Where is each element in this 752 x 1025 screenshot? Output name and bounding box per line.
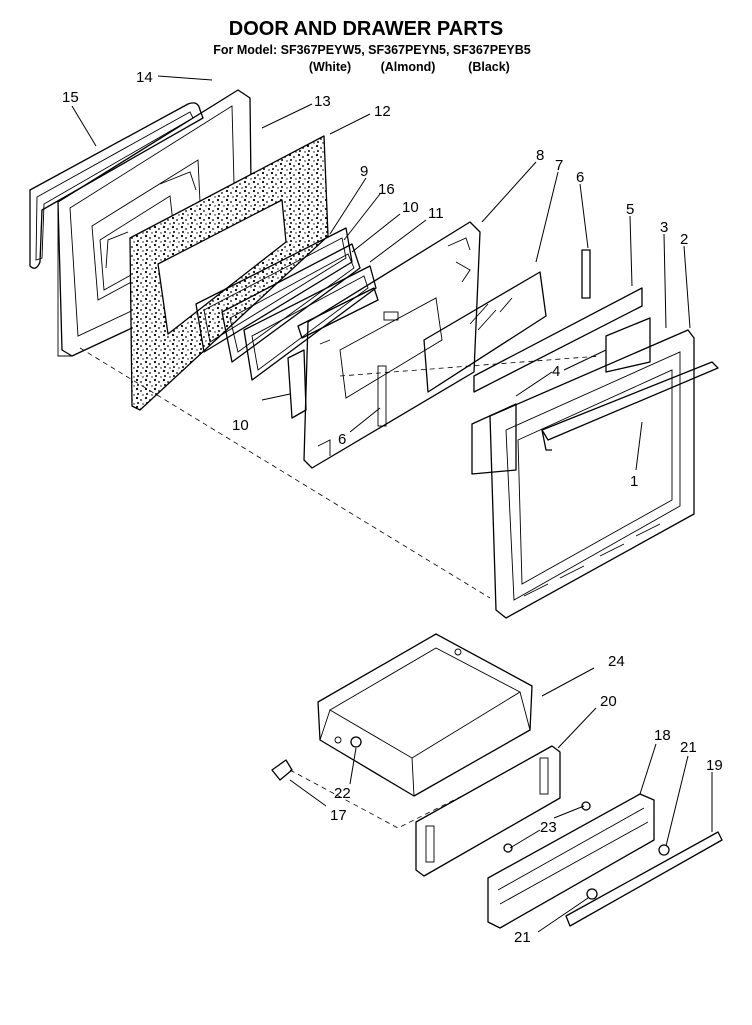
drawer-trim-strip bbox=[565, 831, 723, 927]
callout-20: 20 bbox=[600, 693, 617, 710]
drawer-front bbox=[415, 745, 561, 877]
door-gasket bbox=[29, 102, 204, 269]
callout-21-lower: 21 bbox=[514, 929, 531, 946]
callout-6-left: 6 bbox=[338, 431, 346, 448]
door-liner bbox=[303, 221, 481, 469]
callout-3: 3 bbox=[660, 219, 668, 236]
panel-nut-right bbox=[658, 844, 670, 856]
callout-16: 16 bbox=[378, 181, 395, 198]
glass-frame-upper bbox=[243, 265, 377, 381]
callout-10-lower: 10 bbox=[232, 417, 249, 434]
callout-22: 22 bbox=[334, 785, 351, 802]
callout-13: 13 bbox=[314, 93, 331, 110]
glass-retainer bbox=[297, 287, 379, 339]
callout-11: 11 bbox=[428, 205, 444, 222]
callout-4: 4 bbox=[552, 363, 560, 380]
callouts: 14 15 13 12 9 16 10 11 8 7 6 5 3 2 4 10 … bbox=[62, 69, 723, 946]
leader-lines bbox=[71, 75, 713, 933]
callout-18: 18 bbox=[654, 727, 671, 744]
diagram-title: DOOR AND DRAWER PARTS bbox=[229, 18, 503, 40]
callout-23: 23 bbox=[540, 819, 557, 836]
callout-21-upper: 21 bbox=[680, 739, 697, 756]
callout-19: 19 bbox=[706, 757, 723, 774]
drawer-panel bbox=[487, 793, 655, 929]
callout-24: 24 bbox=[608, 653, 625, 670]
door-assembly-line-mid bbox=[339, 355, 601, 377]
callout-2: 2 bbox=[680, 231, 688, 248]
callout-6-right: 6 bbox=[576, 169, 584, 186]
drawer-glide bbox=[271, 759, 293, 781]
drawer-assembly-line bbox=[289, 769, 463, 829]
outer-glass-sheet bbox=[473, 287, 643, 393]
glass-frame-lower bbox=[287, 349, 307, 419]
panel-screw-lower bbox=[503, 843, 513, 853]
callout-5: 5 bbox=[626, 201, 634, 218]
drawer-screw bbox=[350, 736, 362, 748]
callout-1: 1 bbox=[630, 473, 638, 490]
callout-9: 9 bbox=[360, 163, 368, 180]
outer-door-frame bbox=[489, 329, 695, 619]
panel-screw-upper bbox=[581, 801, 591, 811]
door-assembly-line-bottom bbox=[79, 347, 491, 599]
callout-14: 14 bbox=[136, 69, 153, 86]
color-almond: (Almond) bbox=[381, 60, 436, 74]
outer-glass bbox=[423, 271, 547, 393]
callout-17: 17 bbox=[330, 807, 347, 824]
glass-clip-right bbox=[581, 249, 591, 299]
panel-nut-bottom bbox=[586, 888, 598, 900]
callout-15: 15 bbox=[62, 89, 79, 106]
model-line: For Model: SF367PEYW5, SF367PEYN5, SF367… bbox=[213, 43, 531, 57]
color-white: (White) bbox=[309, 60, 351, 74]
door-handle bbox=[541, 361, 719, 451]
callout-10-upper: 10 bbox=[402, 199, 419, 216]
color-black: (Black) bbox=[468, 60, 510, 74]
drawer-body bbox=[317, 633, 533, 797]
callout-12: 12 bbox=[374, 103, 391, 120]
callout-7: 7 bbox=[555, 157, 563, 174]
door-insulation bbox=[129, 135, 329, 411]
callout-8: 8 bbox=[536, 147, 544, 164]
window-glass-panels bbox=[471, 317, 651, 475]
inner-glass-assembly bbox=[195, 227, 361, 363]
